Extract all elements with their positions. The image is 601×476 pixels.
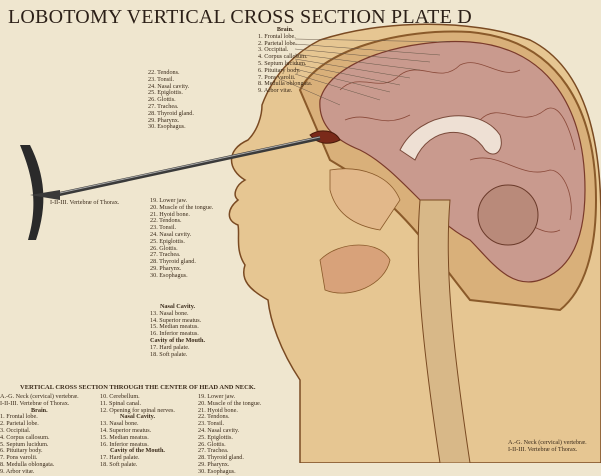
legend-item: 28. Thyroid gland. — [148, 109, 194, 117]
legend-item: 24. Nasal cavity. — [198, 426, 240, 434]
legend-item: 25. Epiglottis. — [148, 89, 183, 97]
legend-item: 20. Muscle of the tongue. — [150, 203, 214, 211]
leader-lines — [279, 38, 451, 106]
legend-item: 10. Cerebellum. — [100, 393, 140, 400]
legend-item: 4. Corpus callosum. — [0, 433, 50, 441]
anatomy-illustration — [20, 23, 601, 463]
page-title: LOBOTOMY VERTICAL CROSS SECTION PLATE D — [8, 6, 472, 28]
legend-item: 2. Parietal lobe. — [258, 39, 297, 47]
nasal-cavity — [329, 168, 401, 231]
legend-item: 19. Lower jaw. — [150, 197, 188, 204]
legend-item: 23. Tonsil. — [148, 75, 175, 83]
legend-item: 24. Nasal cavity. — [150, 230, 192, 238]
legend-item: 27. Trachea. — [148, 102, 179, 110]
legend-item: 4. Corpus callosum. — [258, 53, 308, 61]
legend-item: 5. Septum lucidum. — [0, 440, 49, 448]
legend-item: 14. Superior meatus. — [150, 316, 202, 324]
legend-item: 12. Opening for spinal nerves. — [100, 406, 175, 414]
legend-item: 20. Muscle of the tongue. — [198, 399, 262, 407]
legend-item: 6. Pituitary body. — [258, 66, 301, 74]
legend-item: 19. Lower jaw. — [198, 393, 236, 400]
bottom-col-3: 19. Lower jaw. 20. Muscle of the tongue.… — [198, 393, 262, 476]
legend-item: 7. Pons varolii. — [0, 454, 38, 462]
legend-item: 18. Soft palate. — [150, 350, 188, 358]
legend-item: 9. Arbor vitæ. — [0, 467, 35, 475]
legend-item: 21. Hyoid bone. — [150, 210, 190, 218]
legend-item: A.-G. Neck (cervical) vertebræ. — [508, 439, 587, 446]
legend-item: 26. Glottis. — [148, 96, 176, 104]
thorax-label: I-II-III. Vertebræ of Thorax. — [50, 199, 120, 206]
brain-legend-heading: Brain. — [276, 26, 294, 33]
legend-item: 6. Pituitary body. — [0, 447, 43, 455]
tongue — [319, 244, 391, 294]
upper-legend: 22. Tendons. 23. Tonsil. 24. Nasal cavit… — [148, 69, 194, 131]
legend-item: 9. Arbor vitæ. — [258, 87, 293, 95]
legend-item: 15. Median meatus. — [150, 323, 199, 331]
legend-item: 24. Nasal cavity. — [148, 82, 190, 90]
legend-item: 1. Frontal lobe. — [258, 32, 296, 40]
legend-item: 22. Tendons. — [198, 413, 230, 421]
legend-heading: Brain. — [31, 406, 48, 414]
legend-item: 28. Thyroid gland. — [198, 454, 244, 462]
legend-item: 8. Medulla oblongata. — [258, 80, 313, 88]
legend-item: 29. Pharynx. — [150, 264, 182, 272]
legend-heading: Nasal Cavity. — [119, 413, 155, 421]
legend-item: 23. Tonsil. — [198, 420, 225, 428]
legend-item: 30. Esophagus. — [148, 123, 186, 131]
legend-item: 26. Glottis. — [150, 244, 178, 252]
legend-heading: Cavity of the Mouth. — [109, 447, 165, 455]
legend-item: 25. Epiglottis. — [150, 237, 185, 245]
legend-item: 17. Hard palate. — [100, 454, 140, 462]
corpus-callosum — [399, 115, 502, 161]
bottom-heading: VERTICAL CROSS SECTION THROUGH THE CENTE… — [20, 384, 256, 391]
legend-item: A.-G. Neck (cervical) vertebræ. — [0, 393, 79, 400]
legend-item: 21. Hyoid bone. — [198, 406, 238, 414]
legend-item: 16. Inferior meatus. — [150, 330, 199, 338]
legend-item: 15. Median meatus. — [100, 433, 149, 441]
spinal-column — [417, 199, 471, 463]
legend-item: 3. Occipital. — [258, 46, 289, 54]
legend-item: 3. Occipital. — [0, 426, 31, 434]
legend-item: 30. Esophagus. — [150, 271, 188, 279]
legend-item: 13. Nasal bone. — [100, 420, 139, 428]
legend-item: 7. Pons varolii. — [258, 73, 296, 81]
legend-item: 14. Superior meatus. — [100, 426, 152, 434]
legend-item: 30. Esophagus. — [198, 467, 236, 475]
bottom-col-2: 10. Cerebellum. 11. Spinal canal. 12. Op… — [100, 393, 175, 469]
brain-legend: Brain. 1. Frontal lobe. 2. Parietal lobe… — [258, 26, 313, 95]
legend-item: 5. Septum lucidum. — [258, 59, 307, 67]
legend-item: 27. Trachea. — [150, 251, 181, 259]
legend-item: 29. Pharynx. — [148, 116, 180, 124]
legend-item: 22. Tendons. — [150, 217, 182, 225]
legend-item: 23. Tonsil. — [150, 224, 177, 232]
legend-item: 11. Spinal canal. — [100, 399, 142, 407]
legend-item: 1. Frontal lobe. — [0, 413, 38, 421]
legend-item: 26. Glottis. — [198, 440, 226, 448]
legend-item: 22. Tendons. — [148, 69, 180, 76]
legend-item: I-II-III. Vertebræ of Thorax. — [508, 445, 578, 453]
bottom-col-1: A.-G. Neck (cervical) vertebræ. I-II-III… — [0, 393, 79, 476]
legend-item: 27. Trachea. — [198, 447, 229, 455]
legend-item: 13. Nasal bone. — [150, 309, 189, 317]
legend-item: 2. Parietal lobe. — [0, 420, 39, 428]
middle-legend: 19. Lower jaw. 20. Muscle of the tongue.… — [150, 197, 214, 280]
legend-item: I-II-III. Vertebræ of Thorax. — [0, 399, 70, 407]
mouth-heading: Cavity of the Mouth. — [150, 336, 205, 344]
legend-item: 28. Thyroid gland. — [150, 258, 196, 266]
legend-item: 25. Epiglottis. — [198, 433, 233, 441]
nasal-legend: Nasal Cavity. 13. Nasal bone. 14. Superi… — [150, 303, 205, 358]
legend-item: 16. Inferior meatus. — [100, 440, 149, 448]
bottom-right-legend: A.-G. Neck (cervical) vertebræ. I-II-III… — [508, 439, 587, 454]
legend-item: 17. Hard palate. — [150, 343, 190, 351]
nasal-heading: Nasal Cavity. — [159, 303, 196, 310]
orbitoclast-instrument — [20, 136, 321, 240]
cerebellum — [477, 184, 539, 246]
